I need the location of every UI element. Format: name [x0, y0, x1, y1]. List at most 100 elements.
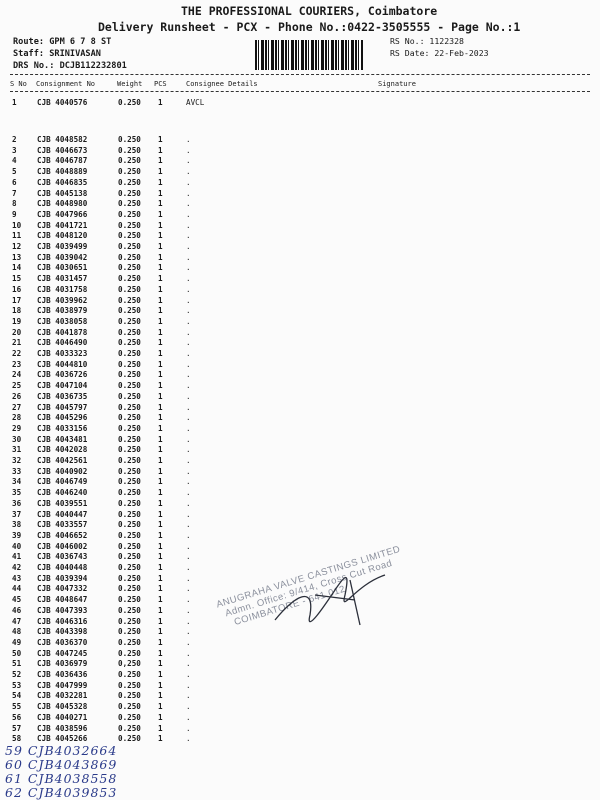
pcs: 1 [158, 284, 163, 294]
weight: 0.250 [118, 445, 141, 455]
weight: 0.250 [118, 616, 141, 626]
weight: 0.250 [118, 605, 141, 615]
consignment-no: CJB 4036735 [37, 391, 88, 401]
weight: 0.250 [118, 359, 141, 369]
pcs: 1 [158, 145, 163, 155]
consignment-no: CJB 4043481 [37, 434, 88, 444]
weight: 0.250 [118, 423, 141, 433]
consignee: . [186, 702, 191, 712]
divider [10, 91, 590, 92]
drs-number: DRS No.: DCJB112232801 [13, 61, 127, 71]
pcs: 1 [158, 252, 163, 262]
weight: 0.250 [118, 498, 141, 508]
consignment-no: CJB 4047104 [37, 381, 88, 391]
row-sno: 11 [12, 231, 22, 241]
pcs: 1 [158, 167, 163, 177]
rs-number: RS No.: 1122328 [390, 36, 464, 46]
pcs: 1 [158, 316, 163, 326]
row-sno: 19 [12, 316, 22, 326]
route: Route: GPM 6 7 8 ST [13, 37, 112, 47]
row-sno: 14 [12, 263, 22, 273]
consignee: . [186, 659, 191, 669]
col-sno: S No [10, 80, 27, 88]
pcs: 1 [158, 541, 163, 551]
weight: 0.250 [118, 263, 141, 273]
col-pcs: PCS [154, 80, 167, 88]
consignee: . [186, 477, 191, 487]
pcs: 1 [158, 188, 163, 198]
consignment-no: CJB 4036726 [37, 370, 88, 380]
weight: 0.250 [118, 402, 141, 412]
pcs: 1 [158, 391, 163, 401]
handwritten-entry: 61 CJB4038558 [5, 771, 118, 786]
weight: 0.250 [118, 637, 141, 647]
pcs: 1 [158, 691, 163, 701]
consignee: . [186, 530, 191, 540]
consignment-no: CJB 4046652 [37, 530, 88, 540]
consignee: . [186, 338, 191, 348]
consignment-no: CJB 4046835 [37, 177, 88, 187]
pcs: 1 [158, 680, 163, 690]
pcs: 1 [158, 423, 163, 433]
row-sno: 50 [12, 648, 22, 658]
weight: 0.250 [118, 145, 141, 155]
consignment-no: CJB 4033156 [37, 423, 88, 433]
weight: 0.250 [118, 188, 141, 198]
pcs: 1 [158, 530, 163, 540]
col-signature: Signature [378, 80, 416, 88]
pcs: 1 [158, 445, 163, 455]
consignee: . [186, 466, 191, 476]
pcs: 1 [158, 381, 163, 391]
pcs: 1 [158, 156, 163, 166]
pcs: 1 [158, 370, 163, 380]
weight: 0.250 [118, 316, 141, 326]
consignment-no: CJB 4040902 [37, 466, 88, 476]
consignee: . [186, 573, 191, 583]
weight: 0.250 [118, 595, 141, 605]
row-sno: 55 [12, 702, 22, 712]
pcs: 1 [158, 274, 163, 284]
row-sno: 35 [12, 488, 22, 498]
pcs: 1 [158, 605, 163, 615]
pcs: 1 [158, 488, 163, 498]
consignee: . [186, 199, 191, 209]
pcs: 1 [158, 616, 163, 626]
consignment-no: CJB 4041878 [37, 327, 88, 337]
col-consignee: Consignee Details [186, 80, 258, 88]
row-sno: 49 [12, 637, 22, 647]
row-sno: 3 [12, 145, 17, 155]
pcs: 1 [158, 584, 163, 594]
consignment-no: CJB 4047999 [37, 680, 88, 690]
consignment-no: CJB 4048120 [37, 231, 88, 241]
pcs: 1 [158, 295, 163, 305]
handwritten-entry: 60 CJB4043869 [5, 757, 118, 772]
pcs: 1 [158, 477, 163, 487]
pcs: 1 [158, 627, 163, 637]
consignee: . [186, 284, 191, 294]
consignee: . [186, 584, 191, 594]
weight: 0.250 [118, 670, 141, 679]
consignment-no: CJB 4045296 [37, 413, 88, 423]
row-sno: 26 [12, 391, 22, 401]
consignee: . [186, 295, 191, 305]
weight: 0.250 [118, 573, 141, 583]
